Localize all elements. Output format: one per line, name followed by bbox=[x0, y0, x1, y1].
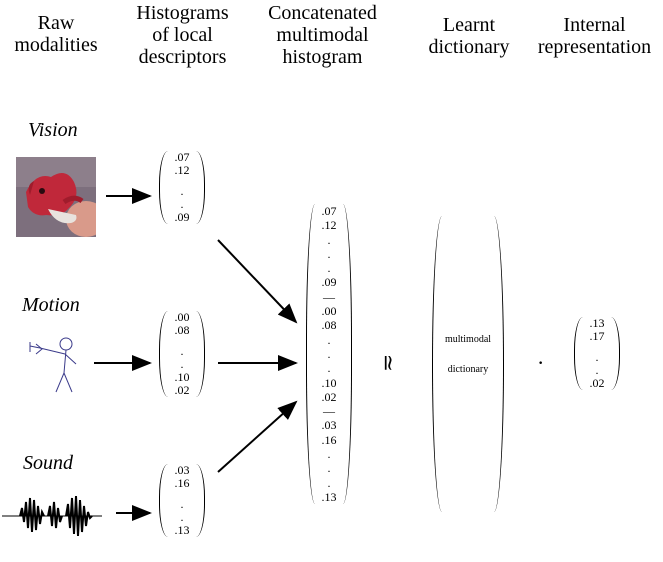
sound-waveform bbox=[2, 495, 102, 537]
vector-entry: .03 bbox=[321, 418, 337, 433]
vector-entry: .08 bbox=[174, 323, 190, 337]
vector-entry: .08 bbox=[321, 318, 337, 333]
arrow-vision-to-concat bbox=[217, 239, 298, 324]
vector-entry: . bbox=[180, 197, 184, 211]
dictionary-label-2: dictionary bbox=[447, 364, 489, 375]
vector-entry: .09 bbox=[321, 275, 337, 290]
concatenated-histogram-vector: .07 .12 . . . .09 — .00 .08 . . . .10 .0… bbox=[306, 204, 352, 505]
vector-entry: . bbox=[180, 344, 184, 358]
vector-entry: .16 bbox=[174, 476, 190, 490]
vector-entry: . bbox=[327, 332, 331, 347]
vector-entry: . bbox=[327, 232, 331, 247]
vector-separator: — bbox=[323, 404, 335, 419]
label-vision: Vision bbox=[28, 119, 78, 141]
dictionary-matrix: multimodal dictionary bbox=[432, 216, 504, 512]
vector-entry: .02 bbox=[174, 383, 190, 397]
header-raw-modalities: Raw modalities bbox=[14, 12, 98, 56]
vector-entry: .00 bbox=[321, 304, 337, 319]
label-motion: Motion bbox=[22, 294, 80, 316]
vector-entry: .13 bbox=[174, 523, 190, 537]
header-internal-representation: Internal representation bbox=[537, 14, 652, 58]
vector-entry: .16 bbox=[321, 432, 337, 447]
vector-entry: . bbox=[327, 461, 331, 476]
vector-entry: . bbox=[327, 447, 331, 462]
vector-entry: .13 bbox=[321, 489, 337, 504]
vector-entry: . bbox=[327, 261, 331, 276]
vision-histogram-vector: .07 .12 . . .09 bbox=[159, 150, 205, 224]
header-histograms: Histograms of local descriptors bbox=[136, 2, 229, 68]
vector-entry: .12 bbox=[321, 218, 337, 233]
vector-entry: .02 bbox=[321, 389, 337, 404]
vector-entry: .03 bbox=[174, 463, 190, 477]
vector-entry: .17 bbox=[589, 329, 605, 343]
vector-entry: . bbox=[327, 475, 331, 490]
vector-entry: .12 bbox=[174, 163, 190, 177]
vector-entry: .07 bbox=[321, 204, 337, 218]
vector-entry: . bbox=[180, 357, 184, 371]
vector-entry: . bbox=[327, 246, 331, 261]
header-concatenated: Concatenated multimodal histogram bbox=[268, 2, 377, 68]
vector-entry: . bbox=[180, 510, 184, 524]
vector-entry: .10 bbox=[321, 375, 337, 390]
vector-entry: .09 bbox=[174, 210, 190, 224]
label-sound: Sound bbox=[23, 452, 73, 474]
vector-entry: .07 bbox=[174, 150, 190, 164]
internal-representation-vector: .13 .17 . . .02 bbox=[574, 316, 620, 390]
vector-entry: .00 bbox=[174, 310, 190, 324]
vector-separator: — bbox=[323, 289, 335, 304]
motion-stick-figure bbox=[29, 337, 77, 393]
vector-entry: .10 bbox=[174, 370, 190, 384]
header-learnt-dictionary: Learnt dictionary bbox=[428, 14, 510, 58]
arrow-sound-to-concat bbox=[217, 400, 298, 473]
motion-histogram-vector: .00 .08 . . .10 .02 bbox=[159, 310, 205, 397]
vector-entry: . bbox=[595, 350, 599, 364]
vector-entry: . bbox=[180, 184, 184, 198]
vector-entry: . bbox=[180, 497, 184, 511]
vector-entry: . bbox=[327, 346, 331, 361]
dot-product-symbol: · bbox=[537, 350, 545, 375]
vision-photo bbox=[16, 157, 96, 237]
vector-entry: . bbox=[595, 363, 599, 377]
vector-entry: .13 bbox=[589, 316, 605, 330]
vector-entry: .02 bbox=[589, 376, 605, 390]
sound-histogram-vector: .03 .16 . . .13 bbox=[159, 463, 205, 537]
vector-entry: . bbox=[327, 361, 331, 376]
dictionary-label-1: multimodal bbox=[444, 334, 492, 345]
